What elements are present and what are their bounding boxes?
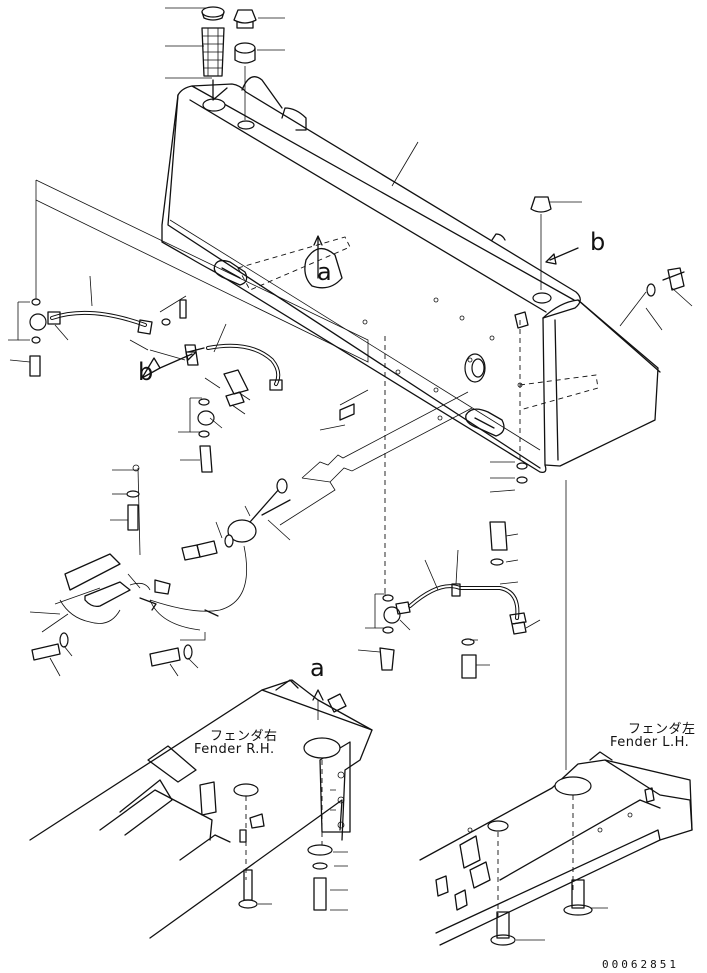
fender-lh-label-jp: フェンダ左 xyxy=(628,722,696,737)
drawing-code: 00062851 xyxy=(602,958,679,971)
view-arrows xyxy=(159,247,579,369)
left-hose-group xyxy=(8,179,369,473)
fender-rh xyxy=(29,679,373,939)
fender-lh xyxy=(419,480,693,946)
view-a-label-top: a xyxy=(317,258,332,286)
filler-cap-assembly xyxy=(201,6,685,327)
right-hose-group xyxy=(319,320,541,679)
view-b-label-left: b xyxy=(138,358,154,386)
fender-lh-label-en: Fender L.H. xyxy=(610,735,690,750)
view-b-label-right: b xyxy=(590,228,606,256)
leader-lines xyxy=(165,7,693,331)
fender-rh-label-jp: フェンダ右 xyxy=(210,729,278,744)
view-a-label-bottom: a xyxy=(310,654,325,682)
fender-rh-label-en: Fender R.H. xyxy=(194,742,275,757)
fuel-tank xyxy=(161,76,661,473)
fuel-sensor-harness xyxy=(29,391,473,677)
